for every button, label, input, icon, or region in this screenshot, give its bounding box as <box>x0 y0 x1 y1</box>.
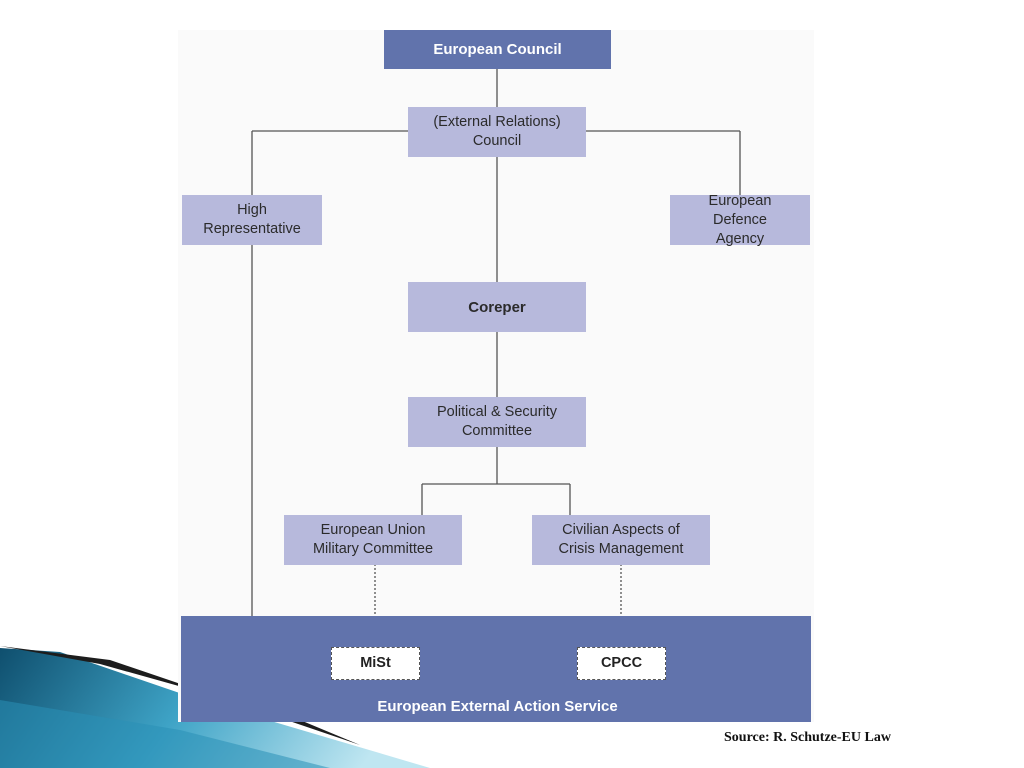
external-relations-council-box: (External Relations) Council <box>408 107 586 157</box>
european-council-box: European Council <box>384 30 611 69</box>
eu-military-committee-box: European Union Military Committee <box>284 515 462 565</box>
european-defence-agency-label: European Defence Agency <box>708 192 772 247</box>
eu-military-committee-label: European Union Military Committee <box>312 522 434 557</box>
european-council-label: European Council <box>433 41 562 58</box>
high-representative-label: High Representative <box>203 202 301 237</box>
civilian-crisis-management-label: Civilian Aspects of Crisis Management <box>558 522 684 557</box>
coreper-box: Coreper <box>408 282 586 332</box>
high-representative-box: High Representative <box>182 195 322 245</box>
political-security-committee-label: Political & Security Committee <box>436 404 558 439</box>
european-defence-agency-box: European Defence Agency <box>670 193 810 247</box>
mist-box: MiSt <box>331 647 420 680</box>
coreper-label: Coreper <box>468 298 526 316</box>
external-relations-council-label: (External Relations) Council <box>433 114 561 149</box>
cpcc-box: CPCC <box>577 647 666 680</box>
eeas-box <box>181 616 811 722</box>
cpcc-label: CPCC <box>600 655 643 671</box>
mist-label: MiSt <box>360 655 391 671</box>
eeas-label: European External Action Service <box>377 698 618 715</box>
source-citation: Source: R. Schutze-EU Law <box>724 730 891 745</box>
political-security-committee-box: Political & Security Committee <box>408 397 586 447</box>
civilian-crisis-management-box: Civilian Aspects of Crisis Management <box>532 515 710 565</box>
